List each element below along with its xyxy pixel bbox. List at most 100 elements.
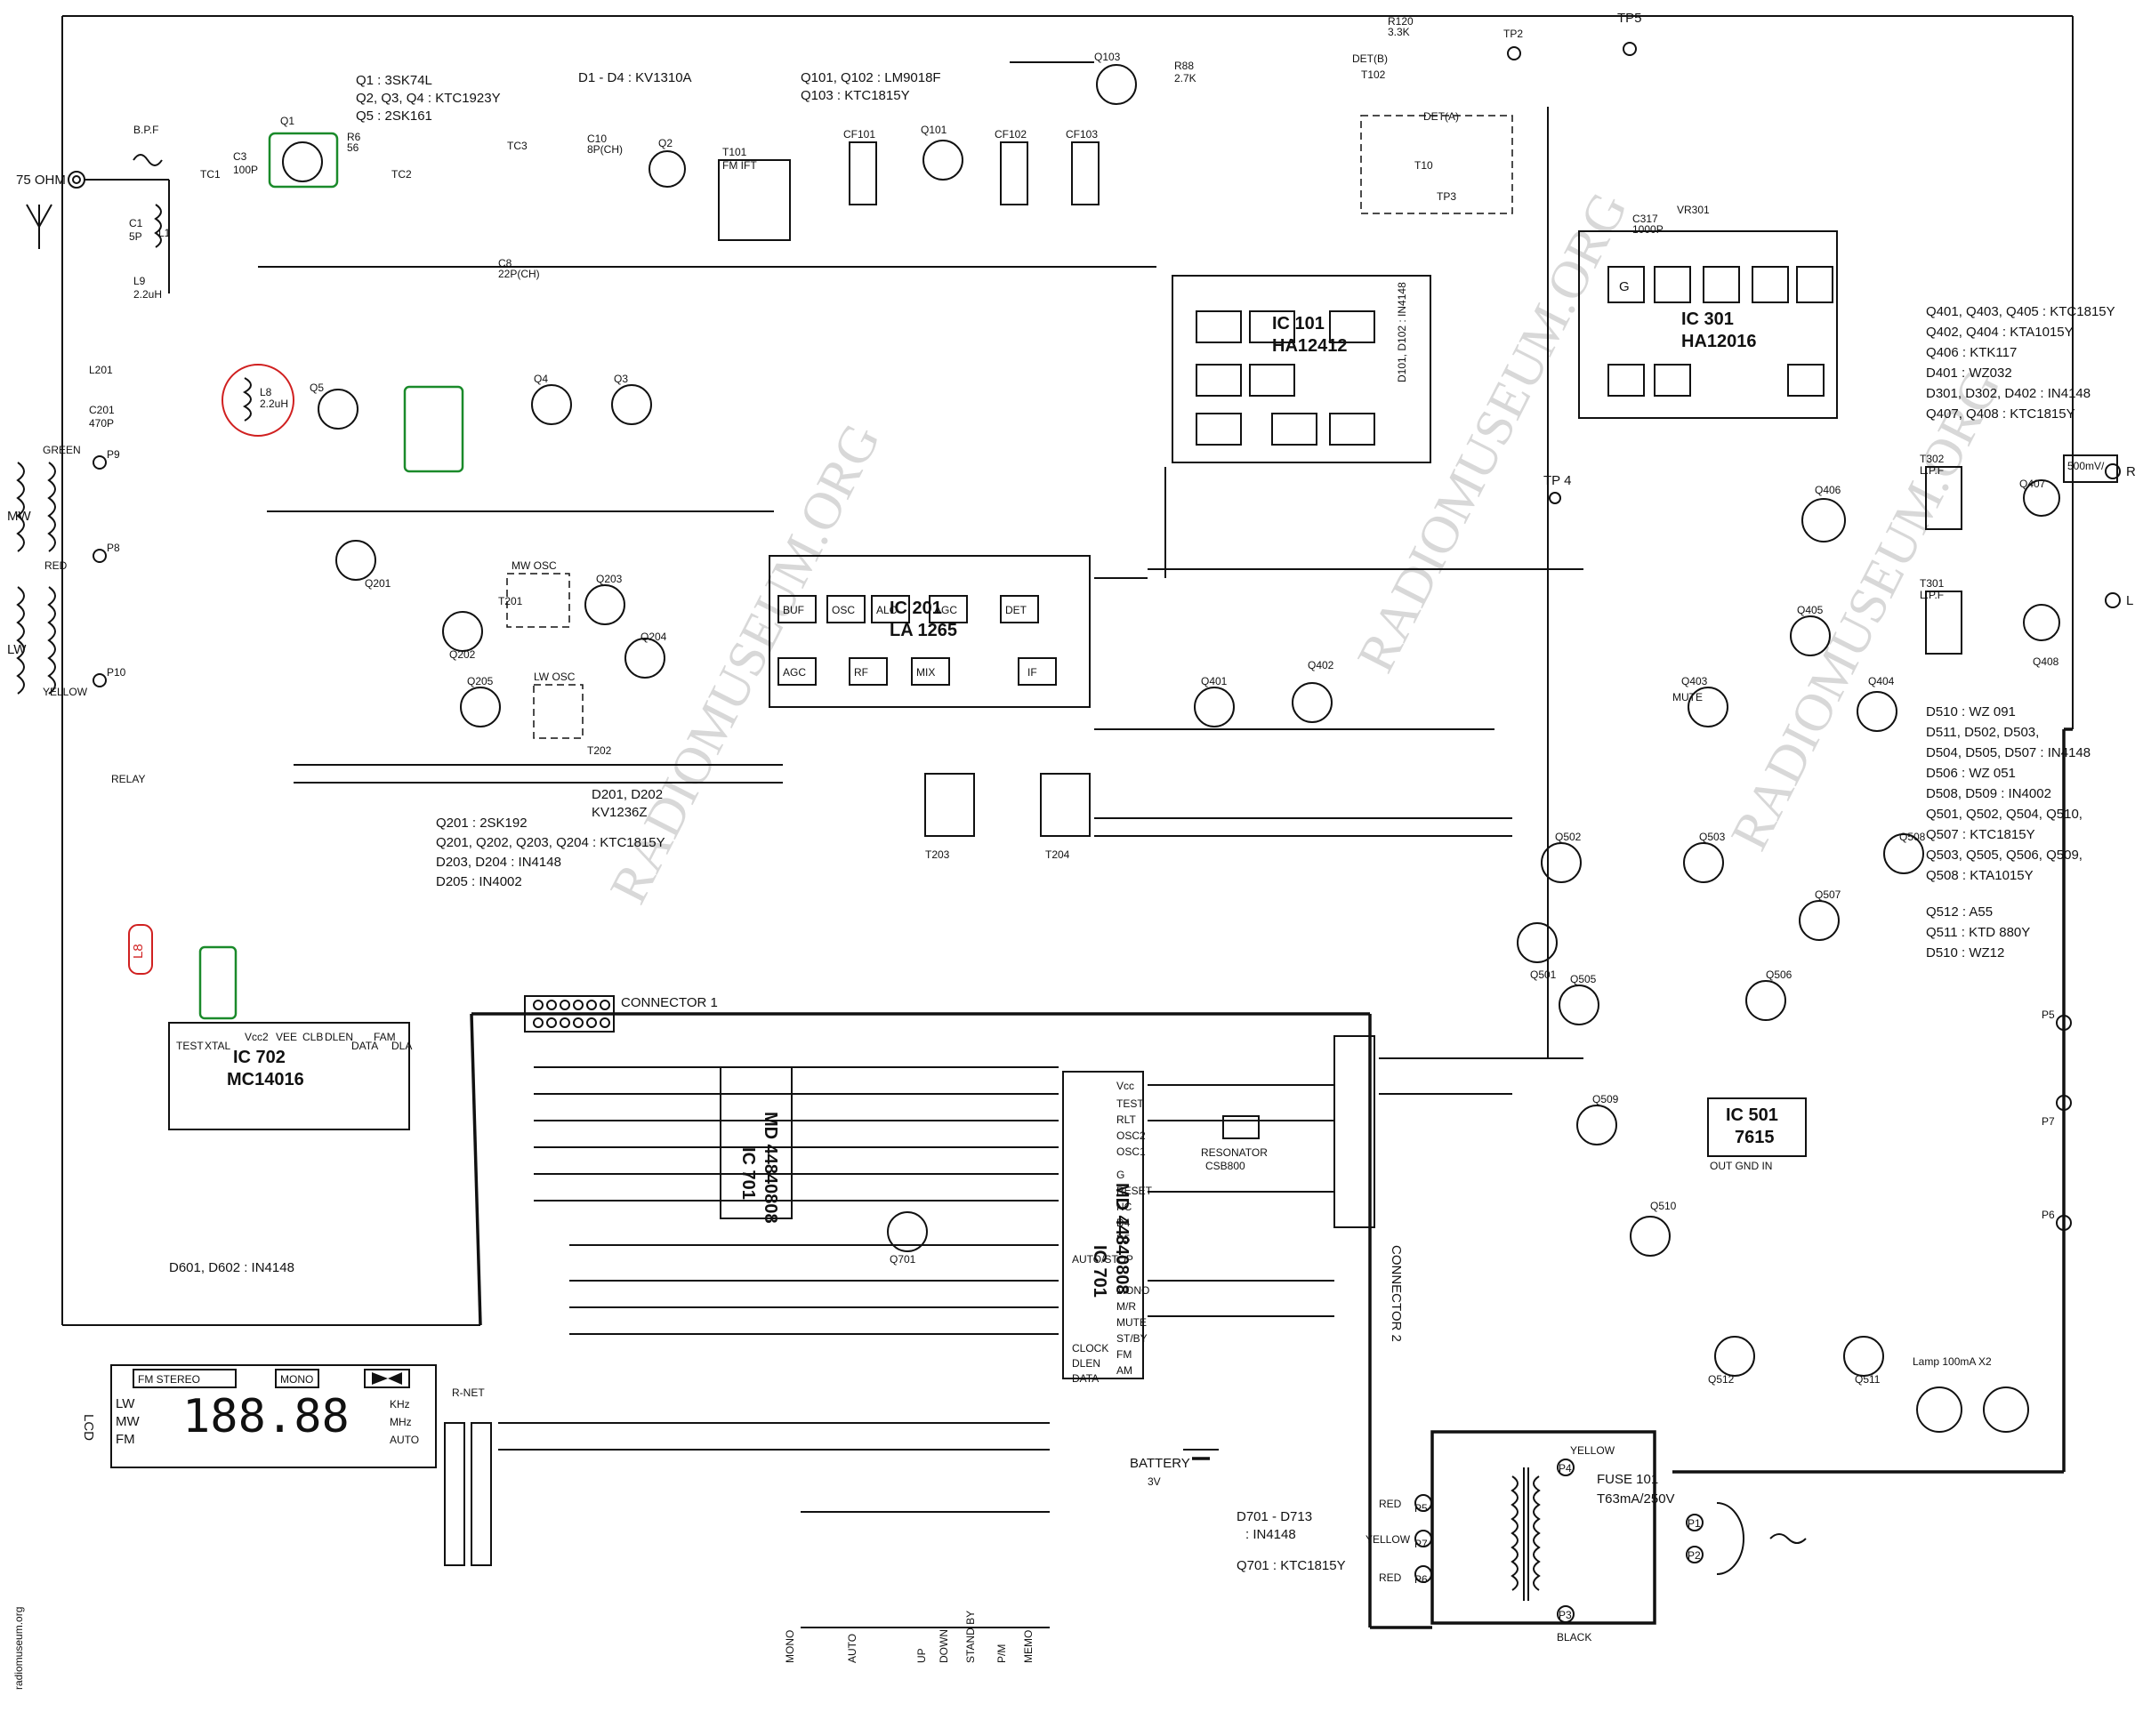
note-d1: D1 - D4 : KV1310A (578, 70, 692, 85)
q1-highlight-box (268, 132, 339, 189)
note-q101: Q101, Q102 : LM9018F (801, 70, 941, 85)
ic201-part: LA 1265 (890, 621, 957, 640)
svg-text:T302: T302 (1920, 453, 1945, 465)
ic201: IC 201 LA 1265 BUF OSC ALC AGC DET AGC R… (769, 555, 1091, 861)
svg-text:FM IFT: FM IFT (722, 159, 757, 172)
coil-label-red: RED (44, 559, 68, 572)
svg-text:B.P.F: B.P.F (133, 124, 158, 136)
svg-text:TP5: TP5 (1617, 11, 1642, 26)
svg-text:Q509: Q509 (1592, 1093, 1619, 1105)
lcd-mono: MONO (280, 1373, 313, 1386)
ic601-pin-data: DATA (351, 1040, 378, 1052)
key-mono: MONO (784, 1630, 796, 1663)
svg-text:Q205: Q205 (467, 675, 494, 687)
note-q103: Q103 : KTC1815Y (801, 88, 910, 103)
svg-text:P1: P1 (1688, 1517, 1701, 1530)
note-mw-1: Q201, Q202, Q203, Q204 : KTC1815Y (436, 835, 665, 850)
band-switch-section: Q501 Q502 Q503 Q505 Q506 Q507 Q508 Q509 … (1517, 831, 1926, 1386)
svg-text:Q5: Q5 (310, 382, 324, 394)
ic701-pin-dlen: DLEN (1072, 1357, 1100, 1370)
svg-text:DET(A): DET(A) (1423, 110, 1459, 123)
watermark-text: RADIOMUSEUM.ORG (1720, 361, 2012, 859)
key-diodes: MONO AUTO UP DOWN STAND BY P/M MEMO D701… (784, 1509, 1346, 1663)
note-q2: Q2, Q3, Q4 : KTC1923Y (356, 91, 501, 106)
svg-text:Q701: Q701 (890, 1253, 916, 1266)
note-rm-5: Q501, Q502, Q504, Q510, (1926, 807, 2083, 822)
svg-text:P3: P3 (1559, 1609, 1572, 1621)
svg-text:T102: T102 (1361, 68, 1386, 81)
svg-text:C1: C1 (129, 217, 143, 229)
key-up: UP (915, 1648, 928, 1663)
connector-1-pins (533, 1000, 610, 1028)
x601-highlight-box (198, 945, 238, 1020)
svg-text:T10: T10 (1414, 159, 1433, 172)
svg-text:3.3K: 3.3K (1388, 26, 1410, 38)
note-bottom-2: Q701 : KTC1815Y (1237, 1558, 1346, 1573)
svg-text:CF103: CF103 (1066, 128, 1098, 141)
note-right-3: D401 : WZ032 (1926, 366, 2012, 381)
ic201-block-osc: OSC (832, 604, 855, 616)
note-right-2: Q406 : KTK117 (1926, 345, 2017, 360)
svg-text:Q505: Q505 (1570, 973, 1597, 985)
svg-text:P7: P7 (1414, 1538, 1428, 1550)
coil-label-yellow: YELLOW (43, 686, 88, 698)
ic201-block-det: DET (1005, 604, 1027, 616)
ic501-part: 7615 (1735, 1128, 1775, 1147)
margin-text: radiomuseum.org (12, 1607, 25, 1690)
svg-text:Q402: Q402 (1308, 659, 1334, 671)
wire-black: BLACK (1557, 1631, 1591, 1644)
mute-section: Q401 Q402 Q403 Q404 Q405 MUTE (1194, 604, 1897, 732)
connector-2: CONNECTOR 2 (1333, 1014, 1432, 1629)
svg-text:MW OSC: MW OSC (512, 559, 557, 572)
svg-text:L9: L9 (133, 275, 146, 287)
svg-text:5P: 5P (129, 230, 142, 243)
note-rm-10: Q511 : KTD 880Y (1926, 925, 2030, 940)
note-q1: Q1 : 3SK74L (356, 73, 432, 88)
ic701-pin-reset: RESET (1116, 1185, 1153, 1197)
ic601-pin-xtal: XTAL (205, 1040, 230, 1052)
svg-text:VR301: VR301 (1677, 204, 1710, 216)
svg-text:Q401: Q401 (1201, 675, 1228, 687)
svg-text:100P: 100P (233, 164, 258, 176)
antenna-section: 75 OHM B.P.F C1 5P L1 L9 2.2uH L201 C201… (16, 124, 171, 430)
ic701-pin-clock: CLOCK (1072, 1342, 1108, 1354)
wire-red-1: RED (1379, 1498, 1402, 1510)
ic701: IC 701 MD 44840808 Vcc TEST RLT OSC2 OSC… (1062, 1071, 1268, 1385)
svg-text:2.7K: 2.7K (1174, 72, 1196, 84)
ic701-pin-rlt: RLT (1116, 1113, 1136, 1126)
svg-text:P4: P4 (1559, 1462, 1572, 1475)
ic601-ref: IC 702 (233, 1048, 286, 1067)
note-rm-3: D506 : WZ 051 (1926, 766, 2016, 781)
resonator-part: CSB800 (1205, 1160, 1245, 1172)
svg-text:L8: L8 (131, 944, 146, 959)
note-rm-9: Q512 : A55 (1926, 904, 1993, 920)
lcd-unit-auto: AUTO (390, 1434, 419, 1446)
svg-text:TP2: TP2 (1503, 28, 1523, 40)
ic701-pin-data: DATA (1072, 1372, 1099, 1385)
svg-text:P7: P7 (2042, 1115, 2055, 1128)
note-d201-1: KV1236Z (592, 805, 648, 820)
ic601-pin-vee: VEE (276, 1031, 297, 1043)
ic701-pin-d4: D4 (1116, 1217, 1131, 1229)
note-rm-11: D510 : WZ12 (1926, 945, 2004, 960)
l8-highlight-circle (222, 364, 294, 437)
svg-text:G: G (1619, 279, 1630, 294)
lcd-display: LCD FM STEREO MONO LW MW FM 188.88 KHz M… (81, 1364, 492, 1566)
battery-label: BATTERY (1130, 1456, 1190, 1471)
svg-text:Q201: Q201 (365, 577, 391, 590)
ic201-block-rf: RF (854, 666, 868, 679)
ic701-pin-mono: MONO (1116, 1284, 1149, 1297)
svg-text:Q408: Q408 (2033, 655, 2059, 668)
note-q5: Q5 : 2SK161 (356, 108, 432, 124)
note-rm-1: D511, D502, D503, (1926, 725, 2039, 740)
svg-text:T202: T202 (587, 744, 612, 757)
frame (61, 15, 2074, 1474)
ic201-block-buf: BUF (783, 604, 804, 616)
svg-text:2.2uH: 2.2uH (260, 398, 288, 410)
note-rm-8: Q508 : KTA1015Y (1926, 868, 2034, 883)
svg-text:Q511: Q511 (1855, 1373, 1881, 1386)
svg-text:C3: C3 (233, 150, 247, 163)
